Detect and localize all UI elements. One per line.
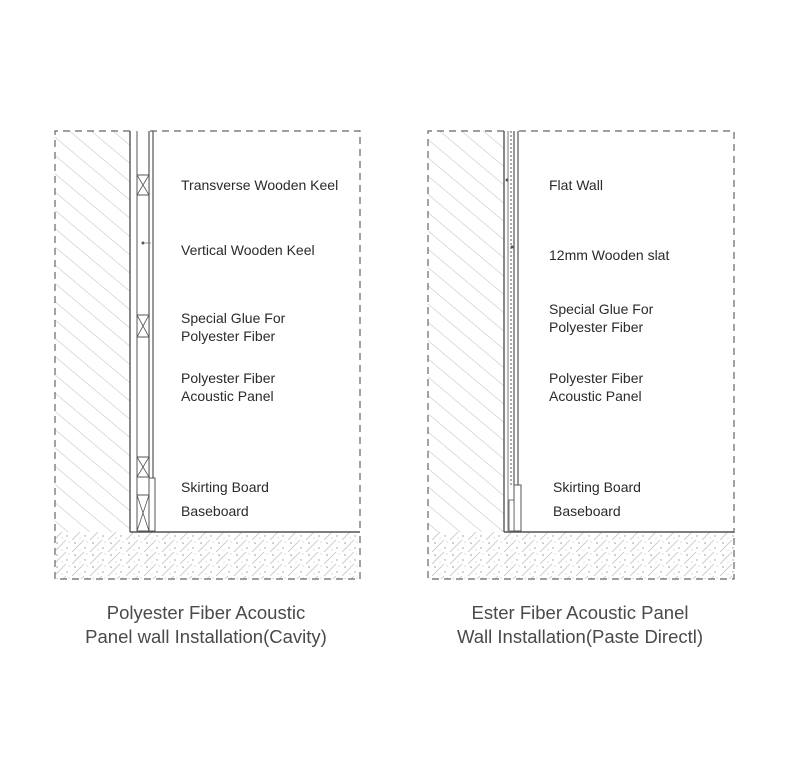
- label-skirting: Skirting Board: [181, 479, 269, 495]
- label-panel-line2: Acoustic Panel: [181, 388, 274, 404]
- right-diagram: Flat Wall 12mm Wooden slat Special Glue …: [427, 130, 735, 647]
- label-panel-line1-right: Polyester Fiber: [549, 370, 643, 386]
- right-caption-line2: Wall Installation(Paste Directl): [457, 626, 703, 647]
- right-leader-dot-slat: [510, 245, 514, 249]
- label-glue-line2: Polyester Fiber: [181, 328, 275, 344]
- left-keel-box-2: [136, 314, 150, 338]
- label-glue-line2-right: Polyester Fiber: [549, 319, 643, 335]
- left-wall-hatch: [55, 131, 130, 532]
- right-skirting-board: [513, 484, 522, 532]
- label-baseboard-right: Baseboard: [553, 503, 621, 519]
- left-keel-box-1: [136, 174, 150, 196]
- right-wall-hatch: [428, 131, 504, 532]
- left-diagram: Transverse Wooden Keel Vertical Wooden K…: [54, 130, 361, 647]
- label-glue-line1: Special Glue For: [181, 310, 286, 326]
- label-skirting-right: Skirting Board: [553, 479, 641, 495]
- left-outline-dashed: [54, 130, 361, 580]
- left-keel-box-3: [136, 456, 150, 478]
- left-caption-line2: Panel wall Installation(Cavity): [85, 626, 327, 647]
- left-caption-line1: Polyester Fiber Acoustic: [107, 602, 305, 623]
- left-keel-box-4: [136, 494, 150, 532]
- left-floor-concrete: [55, 532, 360, 579]
- label-transverse-keel: Transverse Wooden Keel: [181, 177, 338, 193]
- right-floor-concrete: [428, 532, 734, 579]
- label-flat-wall: Flat Wall: [549, 177, 603, 193]
- label-panel-line1: Polyester Fiber: [181, 370, 275, 386]
- label-baseboard: Baseboard: [181, 503, 249, 519]
- right-baseboard: [508, 499, 515, 532]
- label-panel-line2-right: Acoustic Panel: [549, 388, 642, 404]
- right-caption-line1: Ester Fiber Acoustic Panel: [472, 602, 689, 623]
- label-wooden-slat: 12mm Wooden slat: [549, 247, 669, 263]
- left-skirting-board: [148, 477, 156, 532]
- right-leader-dot-flat-wall: [505, 178, 509, 182]
- left-leader-dot-keel: [141, 241, 145, 245]
- right-outline-dashed: [427, 130, 735, 580]
- label-vertical-keel: Vertical Wooden Keel: [181, 242, 315, 258]
- label-glue-line1-right: Special Glue For: [549, 301, 654, 317]
